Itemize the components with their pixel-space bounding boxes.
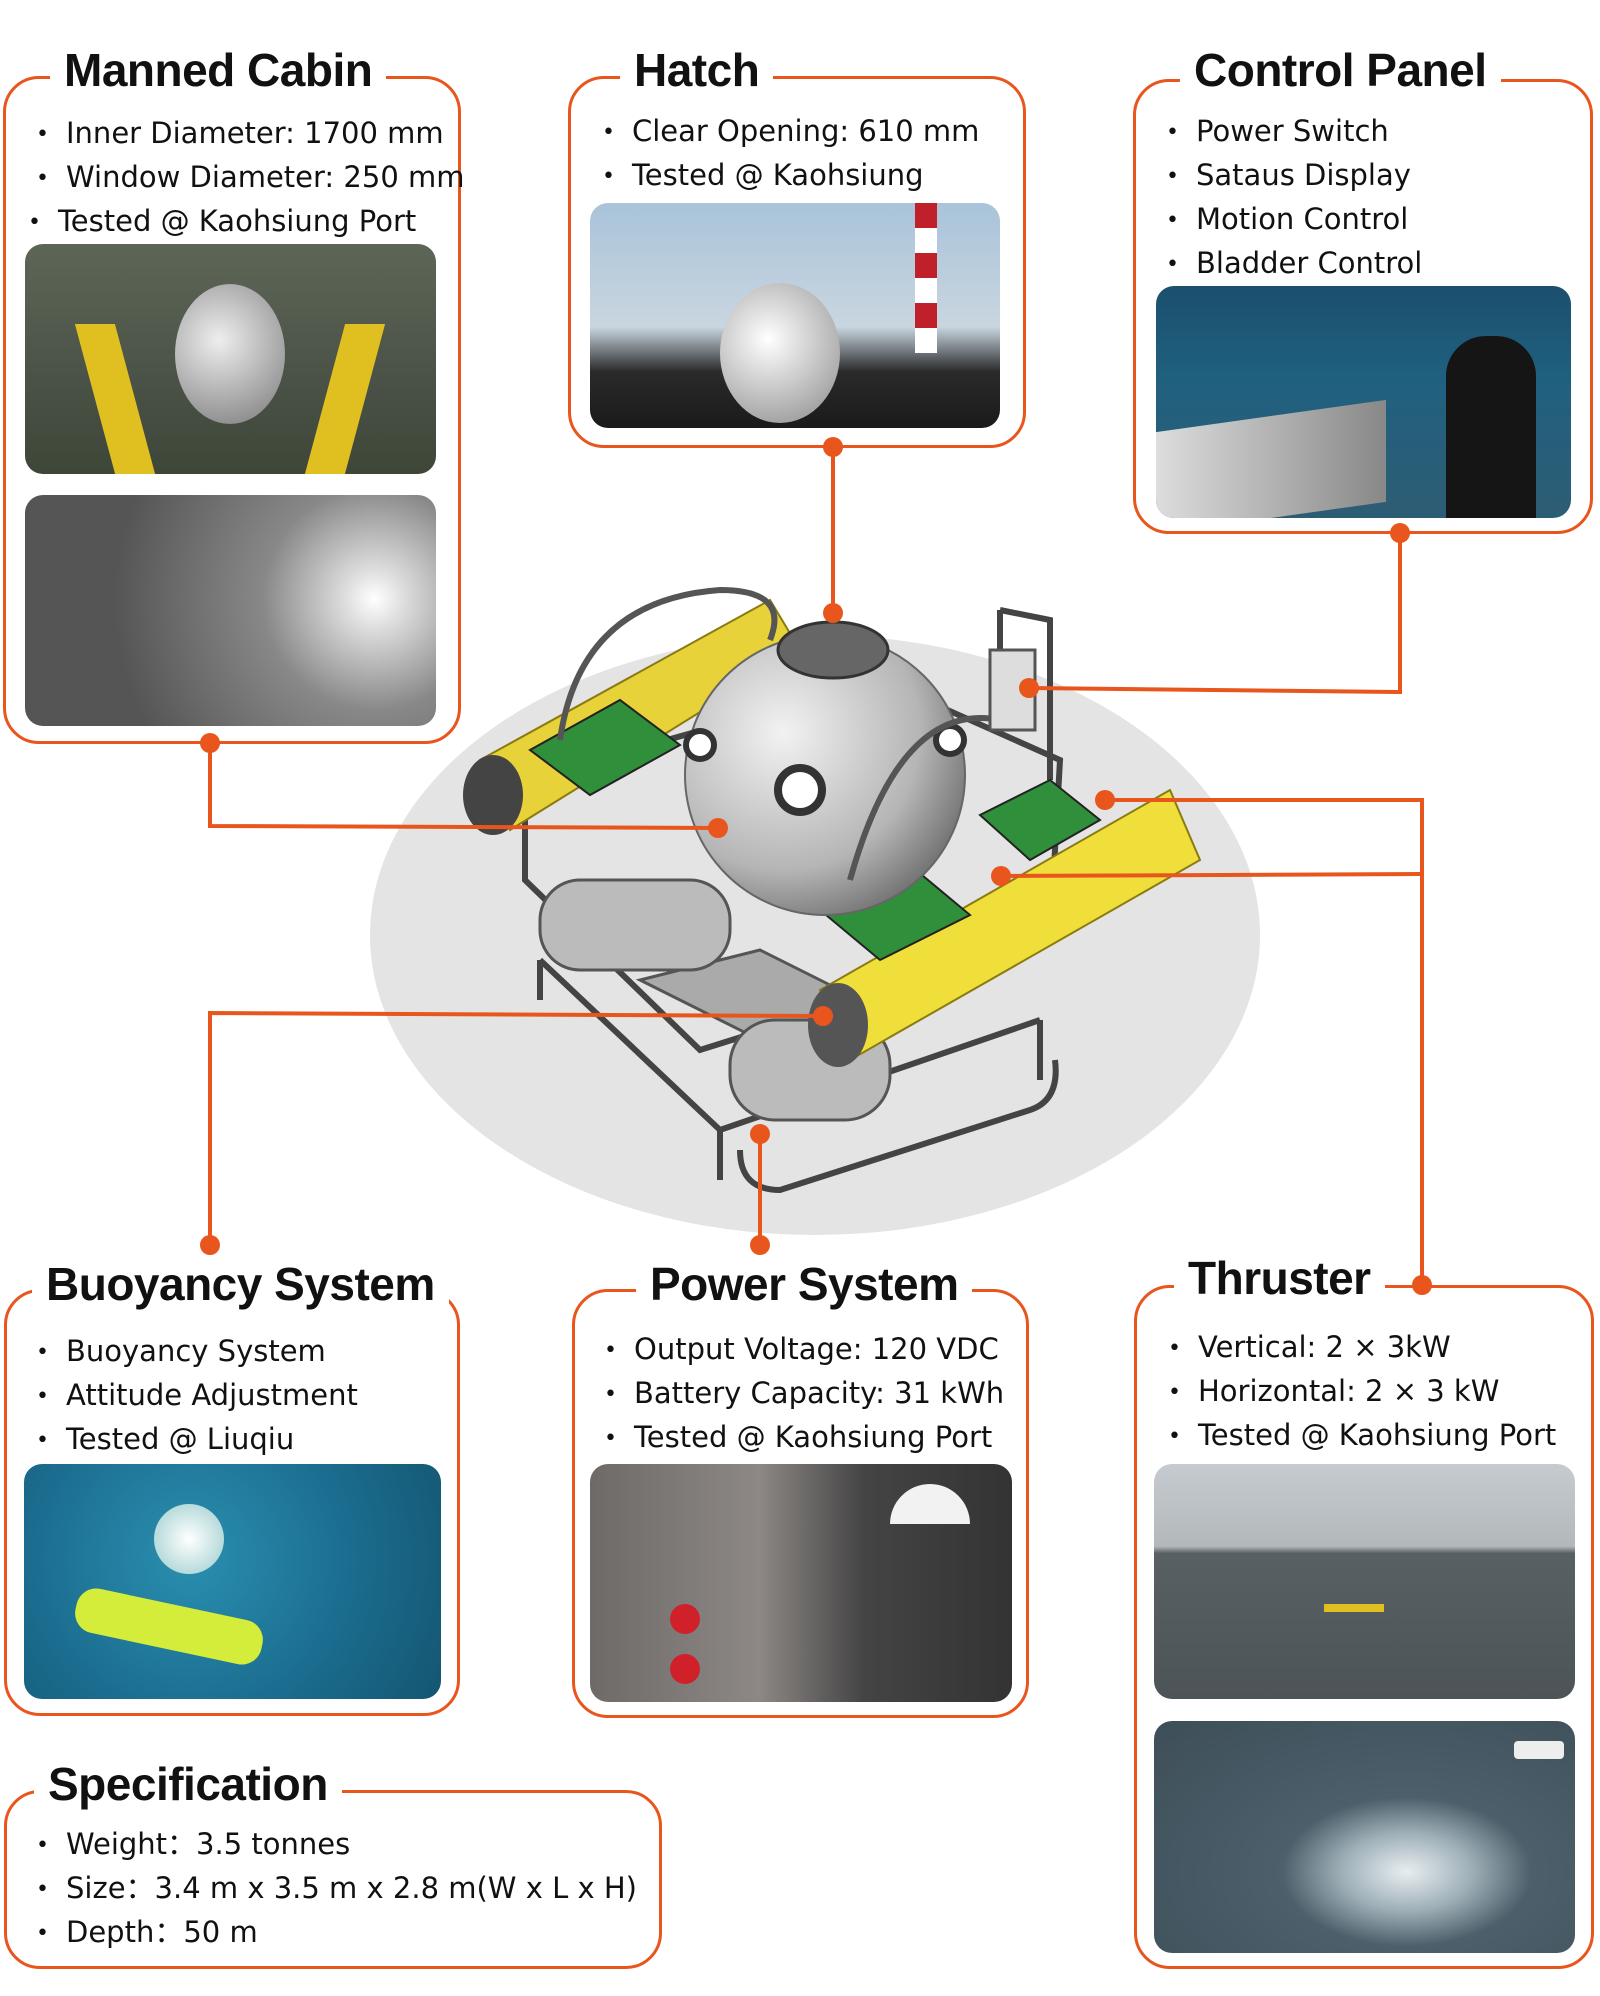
- hatch-list: Clear Opening: 610 mm Tested @ Kaohsiung: [602, 110, 979, 198]
- list-item: Inner Diameter: 1700 mm: [36, 112, 465, 156]
- list-item: Power Switch: [1166, 110, 1422, 154]
- buoyancy-system-title: Buoyancy System: [32, 1256, 449, 1312]
- buoyancy-system-photo: [24, 1464, 441, 1699]
- control-panel-title: Control Panel: [1180, 42, 1501, 98]
- list-item: Tested @ Kaohsiung Port: [604, 1416, 1004, 1460]
- manned-cabin-title: Manned Cabin: [50, 42, 387, 98]
- control-panel-photo: [1156, 286, 1571, 518]
- list-item: Battery Capacity: 31 kWh: [604, 1372, 1004, 1416]
- list-item: Buoyancy System: [36, 1330, 358, 1374]
- control-panel-list: Power Switch Sataus Display Motion Contr…: [1166, 110, 1422, 286]
- list-item: Horizontal: 2 × 3 kW: [1168, 1370, 1556, 1414]
- list-item: Weight：3.5 tonnes: [36, 1823, 637, 1867]
- battery-cylinder: [538, 878, 732, 972]
- thruster-title: Thruster: [1174, 1250, 1385, 1306]
- list-item: Size：3.4 m x 3.5 m x 2.8 m(W x L x H): [36, 1867, 637, 1911]
- list-item: Attitude Adjustment: [36, 1374, 358, 1418]
- hatch-title: Hatch: [620, 42, 774, 98]
- connector-dots: [200, 437, 1432, 1295]
- specification-title: Specification: [34, 1756, 342, 1812]
- list-item: Output Voltage: 120 VDC: [604, 1328, 1004, 1372]
- list-item: Tested @ Kaohsiung Port: [1168, 1414, 1556, 1458]
- power-system-photo: [590, 1464, 1012, 1702]
- specification-list: Weight：3.5 tonnes Size：3.4 m x 3.5 m x 2…: [36, 1823, 637, 1955]
- hatch-photo: [590, 203, 1000, 428]
- thruster-photo-harbor: [1154, 1464, 1575, 1699]
- list-item: Motion Control: [1166, 198, 1422, 242]
- list-item: Tested @ Liuqiu: [36, 1418, 358, 1462]
- thruster-list: Vertical: 2 × 3kW Horizontal: 2 × 3 kW T…: [1168, 1326, 1556, 1458]
- list-item: Sataus Display: [1166, 154, 1422, 198]
- thruster-photo-aerial: [1154, 1721, 1575, 1953]
- hatch-cover: [776, 620, 890, 680]
- buoyancy-system-list: Buoyancy System Attitude Adjustment Test…: [36, 1330, 358, 1462]
- manned-cabin-photo-interior: [25, 495, 436, 726]
- list-item: Vertical: 2 × 3kW: [1168, 1326, 1556, 1370]
- submarine-model: [463, 586, 1202, 1194]
- manned-cabin-list: Inner Diameter: 1700 mm Window Diameter:…: [36, 112, 465, 244]
- power-system-list: Output Voltage: 120 VDC Battery Capacity…: [604, 1328, 1004, 1460]
- connector-lines: [208, 447, 1424, 1285]
- power-system-title: Power System: [636, 1256, 973, 1312]
- buoyancy-float-right: [808, 788, 1202, 1067]
- list-item: Tested @ Kaohsiung Port: [28, 200, 465, 244]
- list-item: Window Diameter: 250 mm: [36, 156, 465, 200]
- list-item: Bladder Control: [1166, 242, 1422, 286]
- hatch-panel: [568, 76, 1026, 448]
- manned-cabin-photo-harbor: [25, 244, 436, 474]
- viewport-window: [774, 764, 826, 816]
- list-item: Depth：50 m: [36, 1911, 637, 1955]
- list-item: Tested @ Kaohsiung: [602, 154, 979, 198]
- list-item: Clear Opening: 610 mm: [602, 110, 979, 154]
